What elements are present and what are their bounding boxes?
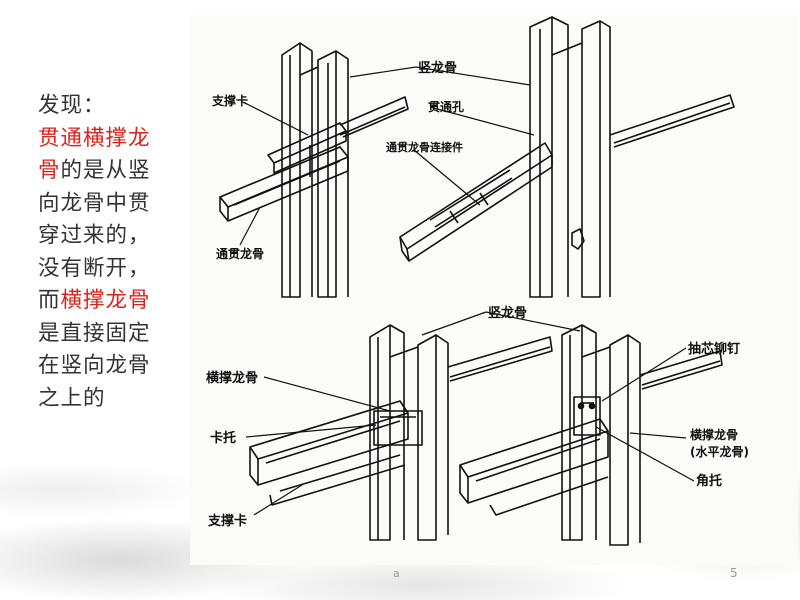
label-through-keel-connector: 通贯龙骨连接件 bbox=[386, 140, 463, 154]
label-cross-keel-left: 横撑龙骨 bbox=[206, 370, 258, 386]
slide-text-block: 发现： 贯通横撑龙骨的是从竖向龙骨中贯穿过来的，没有断开，而横撑龙骨是直接固定在… bbox=[38, 90, 168, 415]
label-cross-keel-right: 横撑龙骨 bbox=[690, 427, 738, 442]
bottom-left-assembly bbox=[249, 324, 553, 541]
highlight-through-keel: 贯通横撑龙骨 bbox=[38, 125, 151, 184]
top-left-assembly bbox=[219, 42, 409, 298]
leader-lines bbox=[239, 66, 695, 516]
label-vertical-keel-top: 竖龙骨 bbox=[418, 60, 457, 76]
page-number: 5 bbox=[730, 566, 738, 580]
bottom-right-assembly bbox=[459, 324, 723, 546]
highlight-cross-keel: 横撑龙骨 bbox=[60, 288, 151, 313]
label-bracket: 卡托 bbox=[210, 430, 236, 446]
label-support-clip-top: 支撑卡 bbox=[211, 93, 248, 108]
footer-mark: a bbox=[393, 567, 400, 580]
diagram-svg: 竖龙骨 支撑卡 贯通孔 通贯龙骨连接件 通贯龙骨 竖龙骨 横撑龙骨 卡托 支撑卡… bbox=[206, 16, 749, 546]
body-text-2: 是直接固定在竖向龙骨之上的 bbox=[38, 320, 151, 411]
label-vertical-keel-bottom: 竖龙骨 bbox=[488, 305, 527, 321]
heading-text: 发现： bbox=[38, 93, 106, 118]
keel-structure-diagram: 竖龙骨 支撑卡 贯通孔 通贯龙骨连接件 通贯龙骨 竖龙骨 横撑龙骨 卡托 支撑卡… bbox=[190, 15, 798, 565]
label-through-hole: 贯通孔 bbox=[428, 99, 464, 114]
label-horizontal-keel: (水平龙骨) bbox=[690, 444, 749, 459]
label-through-keel: 通贯龙骨 bbox=[216, 246, 264, 261]
body-text-1: 的是从竖向龙骨中贯穿过来的，没有断开，而 bbox=[38, 158, 151, 313]
label-support-clip-bottom: 支撑卡 bbox=[207, 513, 247, 529]
label-angle-bracket: 角托 bbox=[696, 473, 722, 489]
top-right-assembly bbox=[399, 16, 735, 298]
label-blind-rivet: 抽芯铆钉 bbox=[688, 341, 740, 357]
